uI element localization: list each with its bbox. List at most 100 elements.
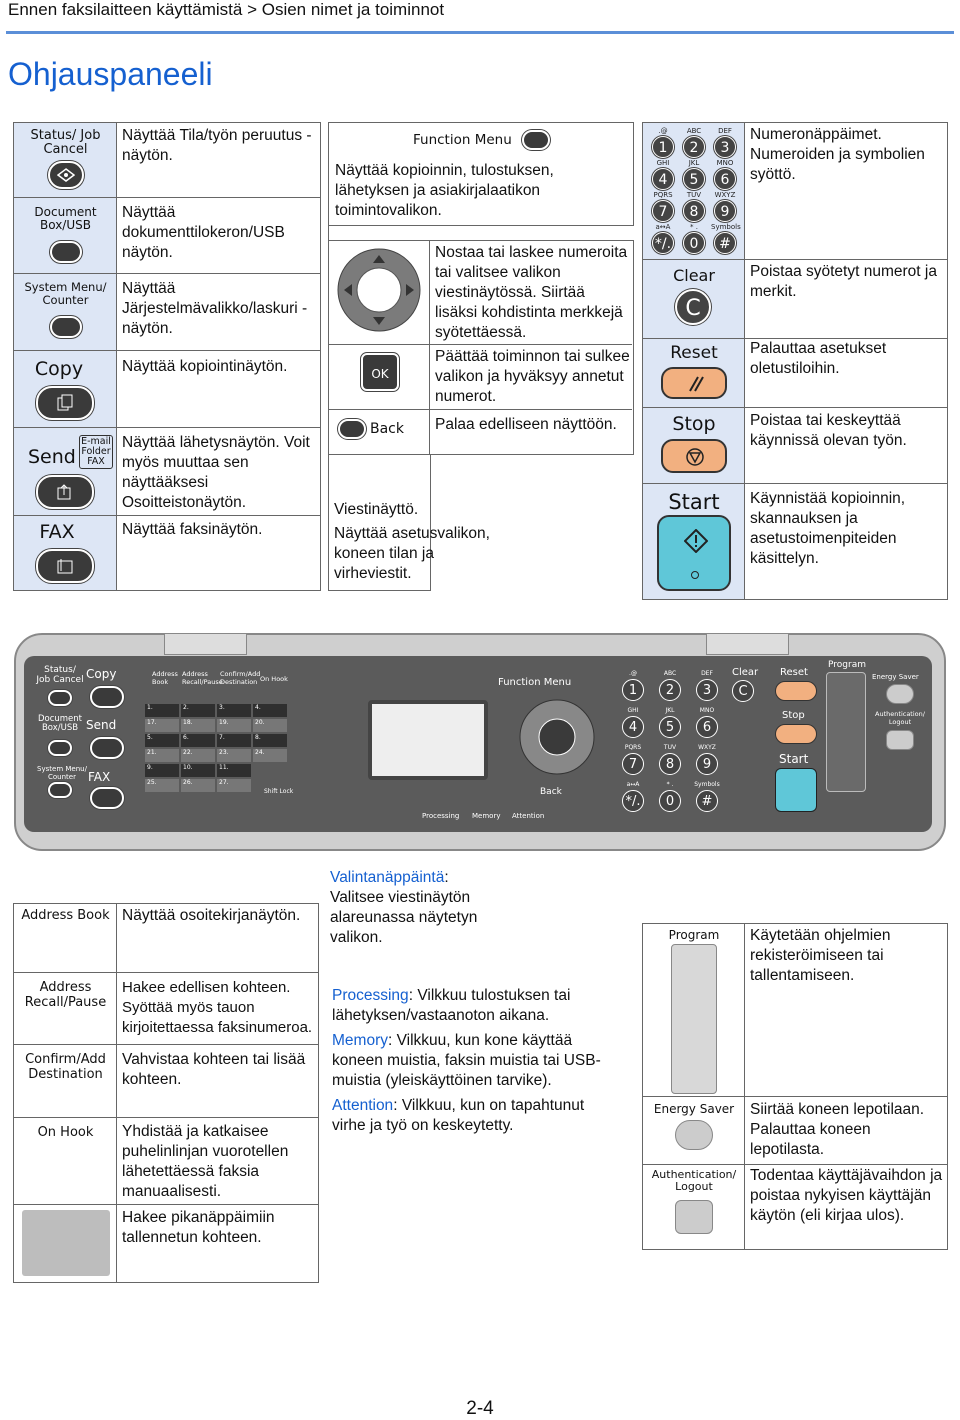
panel-onetouch-key[interactable]: 6. — [181, 734, 215, 747]
energy-saver-button[interactable] — [675, 1120, 713, 1150]
panel-start-button[interactable] — [775, 768, 817, 812]
clear-button[interactable]: C — [675, 289, 711, 325]
panel-onetouch-key[interactable]: 19. — [217, 719, 251, 732]
panel-energy-button[interactable] — [886, 684, 914, 704]
panel-numpad-key-8[interactable]: 8 — [659, 753, 681, 775]
panel-onetouch-key[interactable]: 17. — [145, 719, 179, 732]
panel-onetouch-key[interactable]: 1. — [145, 704, 179, 717]
panel-numpad-key-1[interactable]: 1 — [622, 679, 644, 701]
back-button[interactable] — [338, 419, 366, 439]
panel-onetouch-key[interactable]: 7. — [217, 734, 251, 747]
function-menu-button[interactable] — [522, 130, 550, 150]
document-box-label: Document Box/USB — [34, 205, 97, 232]
panel-stop-button[interactable] — [775, 724, 817, 744]
panel-memory-label: Memory — [472, 812, 501, 820]
panel-numpad-key-7[interactable]: 7 — [622, 753, 644, 775]
panel-onetouch-key[interactable]: 23. — [217, 749, 251, 762]
panel-numpad-key-3[interactable]: 3 — [696, 679, 718, 701]
status-job-cancel-button[interactable] — [48, 161, 84, 189]
numpad-key-5[interactable]: 5 — [683, 168, 705, 190]
panel-onetouch-key[interactable]: 26. — [181, 779, 215, 792]
panel-reset-button[interactable] — [775, 681, 817, 701]
panel-onetouch-key[interactable]: 24. — [253, 749, 287, 762]
panel-arrow-pad[interactable] — [518, 698, 596, 776]
address-book-label: Address Book — [21, 908, 110, 923]
numpad-key-3[interactable]: 3 — [714, 136, 736, 158]
panel-onetouch-key[interactable]: 11. — [217, 764, 251, 777]
panel-numpad-key-9[interactable]: 9 — [696, 753, 718, 775]
numpad-key-9[interactable]: 9 — [714, 200, 736, 222]
panel-reset-label: Reset — [780, 667, 808, 678]
panel-onetouch-keys: 1.2.3.4. 17.18.19.20. 5.6.7.8. 21.22.23.24.… — [145, 704, 293, 796]
send-button[interactable] — [36, 475, 94, 509]
numpad-key-#[interactable]: # — [714, 232, 736, 254]
panel-status-button[interactable] — [48, 690, 72, 706]
program-desc: Käytetään ohjelmien rekisteröimiseen tai… — [750, 927, 891, 984]
panel-auth-button[interactable] — [886, 730, 914, 750]
panel-onetouch-key[interactable]: 21. — [145, 749, 179, 762]
system-menu-button[interactable] — [50, 316, 82, 338]
panel-onetouch-key[interactable]: 20. — [253, 719, 287, 732]
fax-button[interactable] — [36, 549, 94, 583]
panel-docbox-button[interactable] — [48, 740, 72, 756]
arrow-keys-pad[interactable] — [336, 247, 422, 333]
reset-button[interactable] — [661, 367, 727, 399]
panel-numpad-letters: PQRS — [624, 744, 642, 751]
ok-button[interactable]: OK — [361, 353, 399, 391]
panel-numpad-letters: Symbols — [694, 781, 720, 788]
display-desc-1: Viestinäyttö. — [334, 501, 419, 518]
document-box-button[interactable] — [50, 241, 82, 263]
numpad-letters: DEF — [718, 127, 732, 135]
panel-numpad-letters: * . — [666, 781, 674, 788]
numpad-letters: TUV — [686, 191, 702, 199]
panel-numpad-key-*/.[interactable]: */. — [622, 790, 644, 812]
panel-back-label: Back — [540, 787, 562, 797]
clear-desc: Poistaa syötetyt numerot ja merkit. — [750, 263, 937, 300]
auth-button[interactable] — [675, 1200, 713, 1234]
panel-numpad-letters: MNO — [699, 707, 715, 714]
panel-numpad-key-0[interactable]: 0 — [659, 790, 681, 812]
start-button[interactable] — [657, 515, 731, 591]
panel-sysmenu-label: System Menu/ Counter — [37, 765, 87, 781]
numpad-key-1[interactable]: 1 — [652, 136, 674, 158]
panel-onetouch-key[interactable]: 3. — [217, 704, 251, 717]
arrows-desc: Nostaa tai laskee numeroita tai valitsee… — [435, 244, 628, 341]
panel-clear-button[interactable]: C — [732, 680, 754, 702]
panel-sysmenu-button[interactable] — [48, 782, 72, 798]
panel-onetouch-key[interactable]: 2. — [181, 704, 215, 717]
panel-send-button[interactable] — [90, 737, 124, 759]
numpad-key-7[interactable]: 7 — [652, 200, 674, 222]
panel-onetouch-key[interactable]: 10. — [181, 764, 215, 777]
numpad-letters: a↔A — [655, 223, 671, 231]
panel-onetouch-key[interactable]: 4. — [253, 704, 287, 717]
copy-button[interactable] — [36, 386, 94, 420]
panel-copy-button[interactable] — [90, 686, 124, 708]
panel-onetouch-key[interactable]: 27. — [217, 779, 251, 792]
panel-onetouch-key[interactable]: 18. — [181, 719, 215, 732]
panel-numpad-key-4[interactable]: 4 — [622, 716, 644, 738]
numpad-key-2[interactable]: 2 — [683, 136, 705, 158]
breadcrumb: Ennen faksilaitteen käyttämistä > Osien … — [8, 0, 445, 19]
numpad-letters: WXYZ — [714, 191, 736, 199]
panel-onetouch-key[interactable]: 22. — [181, 749, 215, 762]
panel-numpad-key-6[interactable]: 6 — [696, 716, 718, 738]
panel-fax-button[interactable] — [90, 787, 124, 809]
numpad-key-*/.[interactable]: */. — [652, 232, 674, 254]
numpad-key-0[interactable]: 0 — [683, 232, 705, 254]
panel-program-keys[interactable] — [826, 672, 866, 792]
panel-numpad-key-#[interactable]: # — [696, 790, 718, 812]
panel-onetouch-key[interactable]: 25. — [145, 779, 179, 792]
panel-onetouch-key[interactable]: 9. — [145, 764, 179, 777]
numpad-key-8[interactable]: 8 — [683, 200, 705, 222]
numpad-key-6[interactable]: 6 — [714, 168, 736, 190]
panel-numpad-letters: .@ — [629, 670, 637, 677]
stop-button[interactable] — [661, 439, 727, 473]
bottom-right-table: Program Käytetään ohjelmien rekisteröimi… — [642, 923, 948, 1250]
numpad-key-4[interactable]: 4 — [652, 168, 674, 190]
panel-numpad-key-5[interactable]: 5 — [659, 716, 681, 738]
panel-onetouch-key[interactable]: 8. — [253, 734, 287, 747]
panel-numpad-key-2[interactable]: 2 — [659, 679, 681, 701]
panel-onetouch-key[interactable]: 5. — [145, 734, 179, 747]
fax-desc: Näyttää faksinäytön. — [122, 521, 263, 538]
